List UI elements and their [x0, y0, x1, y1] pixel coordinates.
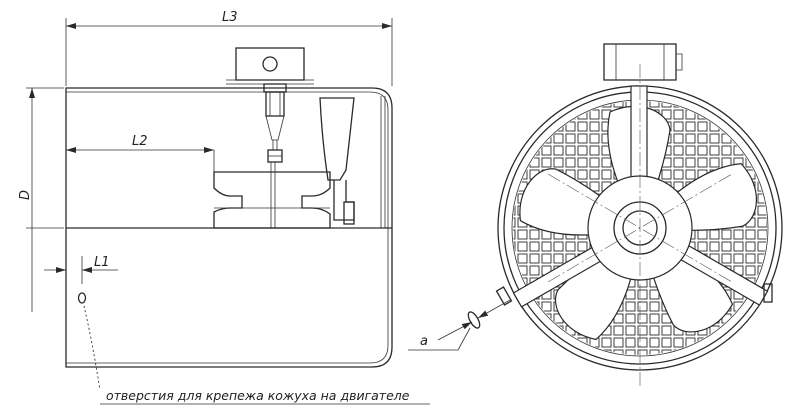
mounting-bracket: [226, 47, 314, 85]
a-dimension: a: [408, 299, 511, 351]
a-label: a: [420, 334, 428, 349]
bracket-hole: [262, 56, 278, 72]
housing-outline: [65, 87, 393, 368]
side-view: L3 L2 D L1 отверстия для крепежа кожуха …: [18, 10, 430, 405]
front-bracket: [603, 43, 683, 81]
side-tab-right: [763, 283, 773, 303]
leader-line: [83, 305, 101, 391]
d-label: D: [18, 190, 33, 200]
fastening-hole: [77, 292, 87, 304]
mounting-bolt: [263, 83, 287, 228]
front-view: a: [408, 43, 783, 388]
l1-label: L1: [94, 255, 110, 270]
side-tab-left: [495, 286, 513, 306]
note-text: отверстия для крепежа кожуха на двигател…: [106, 388, 410, 403]
l3-label: L3: [222, 10, 238, 25]
struts: [512, 85, 769, 308]
blade-profile: [319, 97, 355, 225]
motor-section: [213, 171, 331, 229]
l2-label: L2: [132, 134, 148, 149]
